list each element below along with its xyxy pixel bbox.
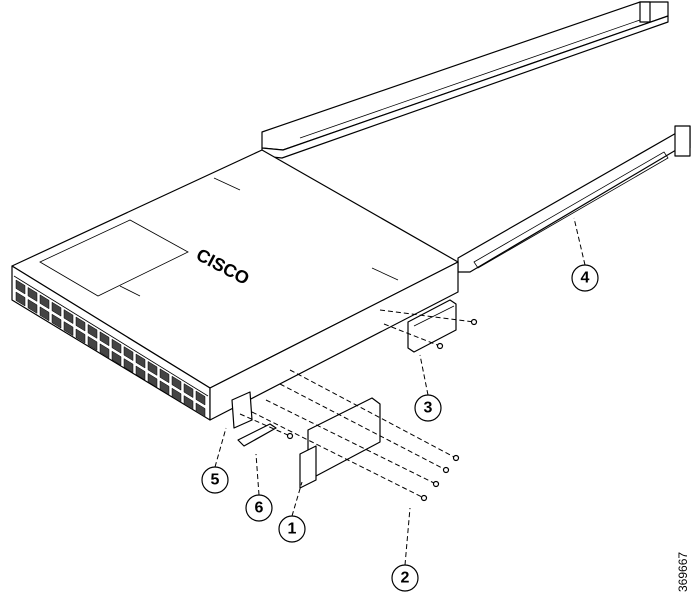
callout-label: 3	[424, 400, 433, 417]
port	[147, 372, 158, 388]
port	[171, 375, 182, 391]
port	[135, 353, 146, 369]
callout-leaders	[214, 217, 586, 566]
port	[159, 380, 170, 396]
callout-label: 1	[288, 521, 297, 538]
callout-label: 6	[255, 500, 264, 517]
callout-circle	[278, 515, 306, 543]
port	[87, 335, 98, 351]
callout-2: 2	[391, 564, 419, 592]
front-port-array	[15, 279, 206, 418]
port	[123, 346, 134, 362]
port	[159, 368, 170, 384]
rear-bracket	[407, 299, 457, 353]
port	[111, 338, 122, 354]
port	[27, 298, 38, 314]
callout-circle	[391, 564, 419, 592]
switch-chassis: CISCO	[11, 149, 459, 421]
port	[63, 309, 74, 325]
callout-label: 4	[581, 270, 590, 287]
callout-6: 6	[245, 494, 273, 522]
callout-1: 1	[278, 515, 306, 543]
callout-4: 4	[571, 264, 599, 292]
port	[195, 402, 206, 418]
port	[135, 365, 146, 381]
callout-label: 2	[401, 570, 410, 587]
port	[15, 291, 26, 307]
port	[99, 331, 110, 347]
port	[75, 316, 86, 332]
callout-3: 3	[414, 394, 442, 422]
port	[51, 313, 62, 329]
callout-circle	[414, 394, 442, 422]
port	[183, 395, 194, 411]
port	[99, 343, 110, 359]
port	[15, 279, 26, 295]
port	[195, 390, 206, 406]
port	[111, 350, 122, 366]
front-rack-bracket	[299, 397, 381, 489]
callout-5: 5	[201, 466, 229, 494]
port	[63, 321, 74, 337]
figure-id: 369667	[676, 551, 690, 592]
port	[147, 360, 158, 376]
screw-alignment-lines	[239, 309, 475, 499]
screws	[286, 318, 478, 502]
port	[123, 358, 134, 374]
port	[75, 328, 86, 344]
port	[183, 383, 194, 399]
callout-circle	[571, 264, 599, 292]
port	[171, 387, 182, 403]
port	[87, 323, 98, 339]
rear-slider-rail	[457, 125, 691, 273]
port	[51, 301, 62, 317]
port	[39, 306, 50, 322]
port	[39, 294, 50, 310]
callout-circle	[201, 466, 229, 494]
upper-slider-rail	[261, 1, 669, 159]
callout-label: 5	[211, 472, 220, 489]
callout-circle	[245, 494, 273, 522]
port	[27, 286, 38, 302]
cable-guide-bracket	[231, 391, 277, 447]
